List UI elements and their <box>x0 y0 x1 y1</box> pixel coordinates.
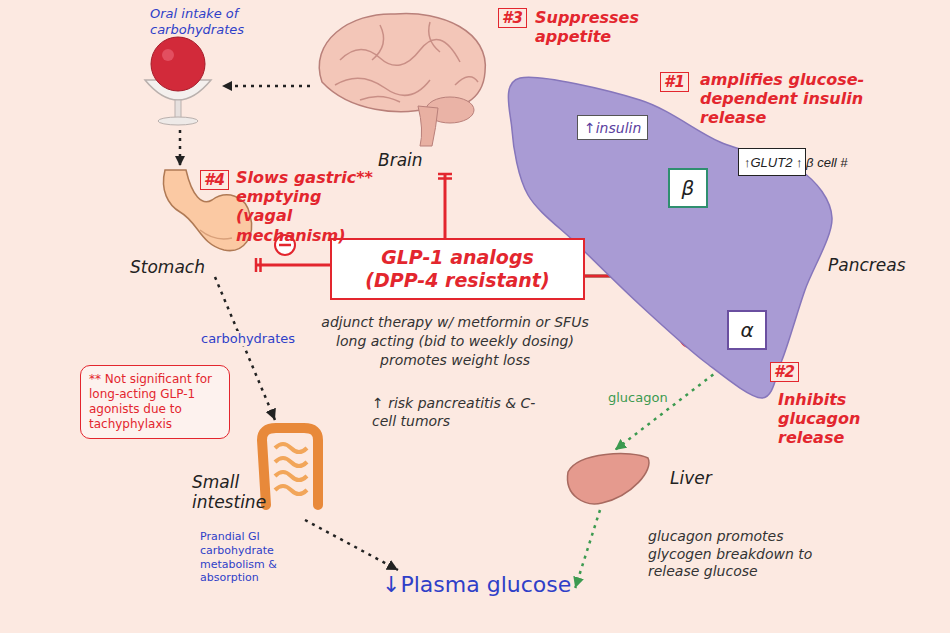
node-text: ↑insulin <box>584 120 641 136</box>
glass-base <box>158 117 198 125</box>
outcome-node: ↓Plasma glucose <box>378 570 575 599</box>
brain-illustration <box>319 14 485 146</box>
insulin-box: ↑insulin <box>577 115 648 140</box>
node-text: GLP-1 analogs (DPP-4 resistant) <box>358 246 558 292</box>
drug-box: GLP-1 analogs (DPP-4 resistant) <box>330 238 585 300</box>
node-text: ** Not significant for long-acting GLP-1… <box>89 372 221 432</box>
callout-number: #1 <box>660 72 689 92</box>
scoop-highlight <box>162 49 174 61</box>
node-text: Brain <box>378 150 423 170</box>
organ-node: Brain <box>315 8 485 173</box>
flow-arrow <box>305 520 398 570</box>
node-text: Pancreas <box>828 255 906 275</box>
risk-note: ↑ risk pancreatitis & C-cell tumors <box>372 395 547 430</box>
inhibition-connector <box>444 173 447 238</box>
effect-box: ↑GLUT2 ↑ β cell # <box>738 148 806 176</box>
callout-number: #3 <box>498 8 527 28</box>
node-text: ↑GLUT2 ↑ β cell # <box>744 154 848 172</box>
organ-node: Small intestine <box>190 420 325 520</box>
effect-label: Inhibits glucagon release <box>778 390 873 448</box>
callout-number: #4 <box>200 170 229 190</box>
edge-label: glucagon <box>606 390 670 405</box>
drug-note: promotes weight loss <box>310 352 600 368</box>
stomach-fold <box>200 230 232 239</box>
edge-label: carbohydrates <box>199 331 297 346</box>
intake-note: Oral intake of carbohydrates <box>150 6 260 37</box>
effect-label: amplifies glucose-dependent insulin rele… <box>700 70 880 128</box>
callout-number: #2 <box>770 362 799 382</box>
small-intestine-coils <box>275 444 307 494</box>
effect-label: Slows gastric** emptying (vagal mechanis… <box>236 168 376 245</box>
node-text: ↓Plasma glucose <box>382 572 571 597</box>
drug-note: adjunct therapy w/ metformin or SFUs <box>310 314 600 330</box>
intestine-illustration <box>262 428 318 505</box>
beta-cell-box: β <box>668 168 708 208</box>
glass-stem <box>175 100 181 119</box>
liver-note: glucagon promotes glycogen breakdown to … <box>648 528 823 581</box>
node-text: Stomach <box>130 257 205 277</box>
swallow-arrow <box>179 130 182 166</box>
footnote-box: ** Not significant for long-acting GLP-1… <box>80 365 230 439</box>
node-text: α <box>740 318 753 342</box>
alpha-cell-box: α <box>727 310 767 350</box>
intake-arrow <box>222 85 310 88</box>
node-text: Liver <box>670 468 712 488</box>
flow-arrow <box>575 510 600 588</box>
organ-node: Liver <box>560 450 710 510</box>
node-text: Small intestine <box>192 472 258 512</box>
effect-label: Suppresses appetite <box>535 8 655 46</box>
brain-stem <box>418 106 438 146</box>
liver-illustration <box>568 454 649 504</box>
organ-node: Stomach <box>125 165 255 277</box>
liver-shape <box>568 454 649 504</box>
drug-note: long acting (bid to weekly dosing) <box>310 333 600 349</box>
sorbet-scoop <box>151 37 205 91</box>
cerebrum <box>319 14 485 112</box>
large-intestine <box>262 428 318 505</box>
brain-gyri <box>335 22 478 102</box>
inhibition-connector <box>255 264 330 267</box>
node-text: β <box>682 176 695 200</box>
dessert-illustration <box>145 37 211 125</box>
absorption-note: Prandial GI carbohydrate metabolism & ab… <box>200 530 300 585</box>
